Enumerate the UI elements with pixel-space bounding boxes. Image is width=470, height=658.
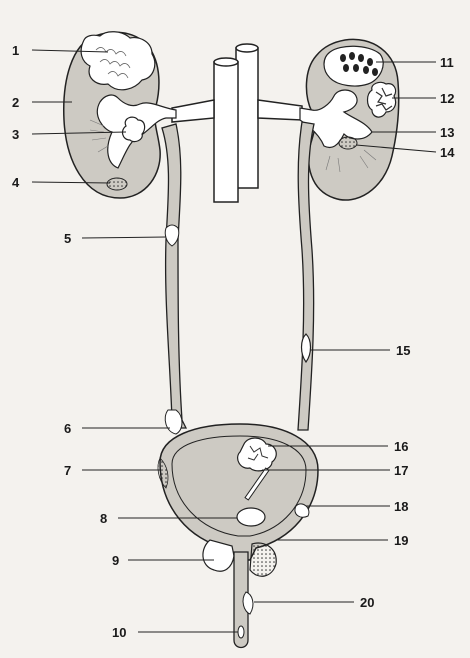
- prostate-left-lobe: [203, 540, 234, 571]
- label-14: 14: [440, 145, 455, 160]
- right-ureter: [162, 124, 186, 428]
- label-12: 12: [440, 91, 454, 106]
- label-2: 2: [12, 95, 19, 110]
- great-vessels: [172, 44, 302, 202]
- prostate-urethra: [203, 540, 276, 648]
- meatal-stone: [238, 626, 244, 638]
- ureterovesical-stone: [165, 410, 182, 434]
- label-18: 18: [394, 499, 408, 514]
- label-17: 17: [394, 463, 408, 478]
- right-kidney: [64, 32, 176, 198]
- label-1: 1: [12, 43, 19, 58]
- left-renal-vessel: [258, 100, 302, 120]
- label-19: 19: [394, 533, 408, 548]
- label-13: 13: [440, 125, 454, 140]
- label-5: 5: [64, 231, 71, 246]
- label-16: 16: [394, 439, 408, 454]
- label-11: 11: [440, 55, 454, 70]
- label-3: 3: [12, 127, 19, 142]
- pelvic-stone: [123, 117, 145, 141]
- label-8: 8: [100, 511, 107, 526]
- vena-cava-lumen: [214, 58, 238, 66]
- aorta-lumen: [236, 44, 258, 52]
- bladder-neck-stone: [237, 508, 265, 526]
- label-15: 15: [396, 343, 410, 358]
- bladder: [158, 410, 318, 560]
- calyceal-stone-14: [339, 137, 357, 149]
- left-kidney: [300, 39, 399, 200]
- prostate-right-lobe: [250, 543, 276, 576]
- aorta: [236, 48, 258, 188]
- right-renal-vessel: [172, 100, 214, 122]
- label-4: 4: [12, 175, 20, 190]
- label-6: 6: [64, 421, 71, 436]
- label-9: 9: [112, 553, 119, 568]
- calyceal-gravel: [107, 178, 127, 190]
- label-10: 10: [112, 625, 126, 640]
- vena-cava: [214, 62, 238, 202]
- label-7: 7: [64, 463, 71, 478]
- label-20: 20: [360, 595, 374, 610]
